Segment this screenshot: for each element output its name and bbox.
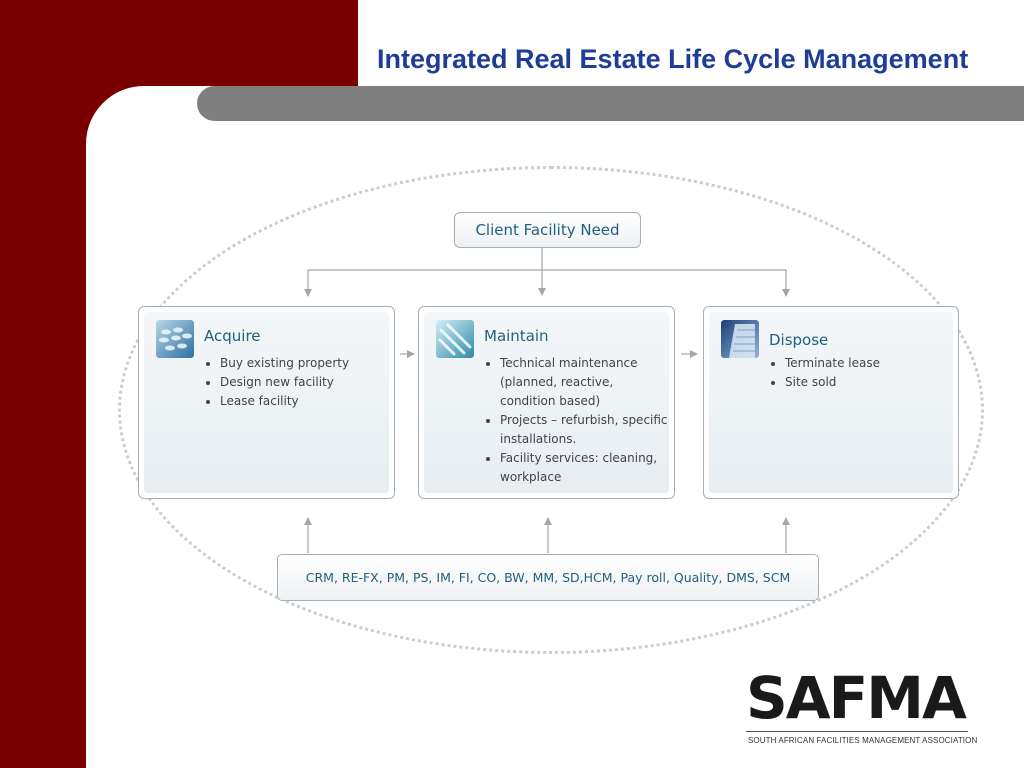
stage-list-maintain: Technical maintenance (planned, reactive… bbox=[480, 354, 670, 487]
list-item: Site sold bbox=[785, 373, 880, 392]
stage-card-maintain: Maintain Technical maintenance (planned,… bbox=[418, 306, 675, 499]
top-maroon-block bbox=[0, 0, 358, 86]
logo-wordmark: SAFMA bbox=[746, 664, 967, 732]
stage-list-dispose: Terminate lease Site sold bbox=[765, 354, 880, 392]
stage-card-dispose: Dispose Terminate lease Site sold bbox=[703, 306, 959, 499]
stage-title-dispose: Dispose bbox=[769, 331, 829, 349]
list-item: Terminate lease bbox=[785, 354, 880, 373]
stage-list-acquire: Buy existing property Design new facilit… bbox=[200, 354, 349, 411]
systems-box: CRM, RE-FX, PM, PS, IM, FI, CO, BW, MM, … bbox=[277, 554, 819, 601]
systems-label: CRM, RE-FX, PM, PS, IM, FI, CO, BW, MM, … bbox=[305, 570, 791, 585]
list-item: Buy existing property bbox=[220, 354, 349, 373]
slide-title: Integrated Real Estate Life Cycle Manage… bbox=[377, 44, 969, 74]
stage-card-acquire: Acquire Buy existing property Design new… bbox=[138, 306, 395, 499]
safma-logo: SAFMA SOUTH AFRICAN FACILITIES MANAGEMEN… bbox=[746, 666, 977, 750]
left-maroon-bar bbox=[0, 0, 86, 768]
stage-title-acquire: Acquire bbox=[204, 327, 261, 345]
building-facade-icon bbox=[721, 320, 759, 358]
buildings-grid-icon bbox=[156, 320, 194, 358]
client-facility-need-box: Client Facility Need bbox=[454, 212, 641, 248]
list-item: Design new facility bbox=[220, 373, 349, 392]
list-item: Lease facility bbox=[220, 392, 349, 411]
list-item: Technical maintenance (planned, reactive… bbox=[500, 354, 670, 411]
pipes-icon bbox=[436, 320, 474, 358]
dotted-ellipse bbox=[118, 166, 984, 654]
stage-title-maintain: Maintain bbox=[484, 327, 549, 345]
branch-line bbox=[307, 269, 787, 295]
list-item: Facility services: cleaning, workplace bbox=[500, 449, 670, 487]
logo-subtitle: SOUTH AFRICAN FACILITIES MANAGEMENT ASSO… bbox=[748, 736, 978, 745]
client-facility-need-label: Client Facility Need bbox=[475, 221, 620, 239]
logo-divider bbox=[746, 731, 968, 732]
list-item: Projects – refurbish, specific installat… bbox=[500, 411, 670, 449]
header-grey-bar bbox=[197, 86, 1024, 121]
